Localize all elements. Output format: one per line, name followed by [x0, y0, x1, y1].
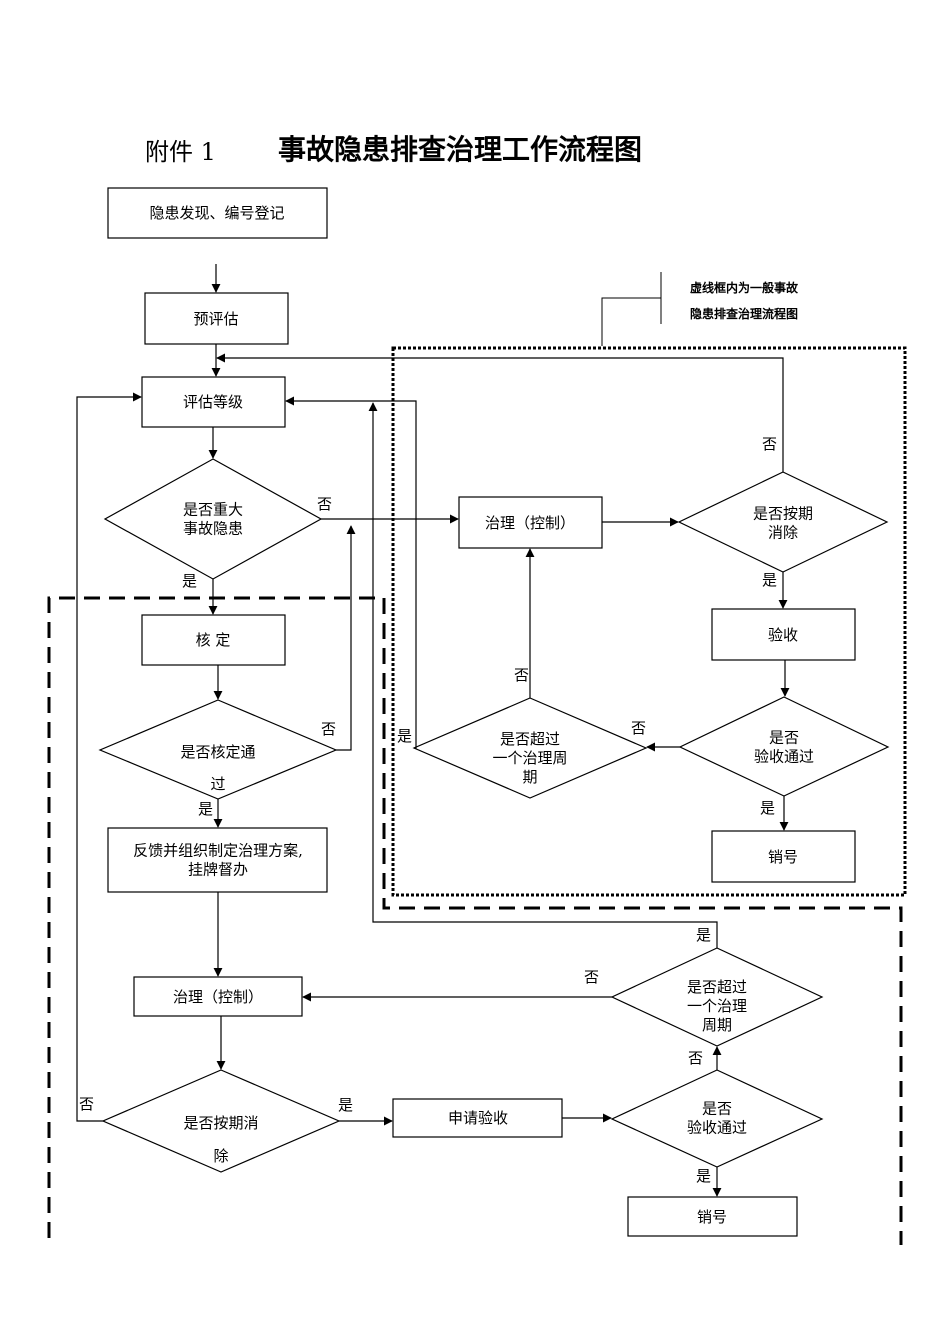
edge-verify-no-to-govern-general	[336, 525, 356, 751]
svg-text:申请验收: 申请验收	[448, 1109, 508, 1127]
attachment-label: 附件 1	[145, 138, 216, 166]
label-verify-yes: 是	[198, 800, 213, 818]
svg-text:反馈并组织制定治理方案,挂牌督办: 反馈并组织制定治理方案,挂牌督办	[133, 842, 303, 879]
label-ontime-general-yes: 是	[762, 571, 777, 589]
node-label-line: 期	[522, 768, 537, 786]
label-accept-general-yes: 是	[760, 799, 775, 817]
label-ontime-general-no: 否	[762, 435, 777, 453]
label-verify-no: 否	[321, 720, 336, 738]
svg-text:预评估: 预评估	[193, 310, 238, 328]
node-pre-assess: 预评估	[144, 292, 289, 345]
svg-text:是否验收通过: 是否验收通过	[687, 1100, 747, 1137]
node-label-line: 挂牌督办	[188, 861, 248, 879]
node-label-line: 治理（控制）	[173, 988, 263, 1006]
edge-overdue-yes-to-assess	[368, 402, 718, 948]
node-label-line: 核 定	[196, 631, 231, 649]
major-process-dashed-border	[47, 596, 903, 1245]
node-assess-level: 评估等级	[141, 376, 286, 428]
svg-text:销号: 销号	[768, 848, 798, 866]
node-label-line: 治理（控制）	[485, 514, 575, 532]
svg-text:是否超过一个治理周期: 是否超过一个治理周期	[492, 730, 567, 786]
node-label-line: 反馈并组织制定治理方案,	[133, 842, 303, 860]
label-ontime-major-yes: 是	[338, 1096, 353, 1114]
svg-text:治理（控制）: 治理（控制）	[485, 514, 575, 532]
label-accept-major-no: 否	[688, 1049, 703, 1067]
decision-is-major-hazard: 是否重大事故隐患	[103, 458, 323, 580]
label-major-no: 否	[317, 495, 332, 513]
label-overdue-major-yes: 是	[696, 926, 711, 944]
svg-text:隐患发现、编号登记: 隐患发现、编号登记	[149, 204, 284, 222]
decision-on-time-major: 是否按期消	[101, 1069, 341, 1173]
decision-on-time-general: 是否按期消除	[677, 471, 889, 573]
node-label-line: 隐患发现、编号登记	[149, 204, 284, 222]
label-major-yes: 是	[182, 572, 197, 590]
node-verify: 核 定	[141, 614, 286, 666]
edge-on-time-major-no-to-assess	[76, 392, 142, 1122]
svg-text:是否验收通过: 是否验收通过	[754, 729, 814, 766]
svg-text:治理（控制）: 治理（控制）	[173, 988, 263, 1006]
node-govern-general: 治理（控制）	[458, 496, 603, 549]
node-label-line: 一个治理周	[492, 749, 567, 767]
svg-text:是否按期消: 是否按期消	[183, 1114, 258, 1132]
label-overdue-major-no: 否	[584, 968, 599, 986]
node-label-line: 评估等级	[183, 393, 243, 411]
node-label-line: 预评估	[193, 310, 238, 328]
note-line-2: 隐患排查治理流程图	[690, 306, 798, 321]
node-label-line: 周期	[702, 1016, 732, 1034]
node-apply-acceptance: 申请验收	[392, 1098, 563, 1138]
svg-text:销号: 销号	[697, 1208, 727, 1226]
svg-text:是否重大事故隐患: 是否重大事故隐患	[183, 501, 243, 538]
node-label-line: 是否	[702, 1100, 732, 1118]
label-overdue-general-no: 否	[514, 666, 529, 684]
node-govern-major: 治理（控制）	[133, 976, 303, 1017]
node-label-line: 销号	[768, 848, 798, 866]
svg-text:是否核定通: 是否核定通	[180, 743, 255, 761]
node-cancel-major: 销号	[627, 1196, 798, 1237]
node-label-line: 一个治理	[687, 997, 747, 1015]
edge-on-time-general-no-to-assess	[216, 353, 784, 472]
verify-pass-tail: 过	[210, 775, 225, 793]
decision-accept-pass-general: 是否验收通过	[678, 696, 890, 797]
node-label-line: 是否超过	[687, 978, 747, 996]
edge-overdue-yes-to-assess-general	[285, 396, 417, 749]
node-cancel-general: 销号	[711, 830, 856, 883]
svg-text:是否按期消除: 是否按期消除	[753, 505, 813, 542]
node-label-line: 消除	[768, 524, 798, 542]
node-accept-general: 验收	[711, 608, 856, 661]
note-line-1: 虚线框内为一般事故	[690, 280, 799, 295]
node-label-line: 是否	[769, 729, 799, 747]
node-label-line: 是否按期消	[183, 1114, 258, 1132]
node-label-line: 验收	[768, 626, 798, 644]
node-label-line: 申请验收	[448, 1109, 508, 1127]
node-feedback-plan: 反馈并组织制定治理方案,挂牌督办	[107, 827, 328, 893]
svg-text:是否超过一个治理周期: 是否超过一个治理周期	[687, 978, 747, 1034]
svg-text:核 定: 核 定	[196, 631, 231, 649]
decision-accept-pass-major: 是否验收通过	[610, 1069, 824, 1168]
node-label-line: 是否重大	[183, 501, 243, 519]
node-label-line: 验收通过	[754, 748, 814, 766]
decision-overdue-general: 是否超过一个治理周期	[412, 697, 648, 799]
node-label-line: 是否按期	[753, 505, 813, 523]
label-overdue-general-yes: 是	[397, 727, 412, 745]
label-accept-major-yes: 是	[696, 1167, 711, 1185]
page-title: 事故隐患排查治理工作流程图	[278, 133, 642, 166]
label-accept-general-no: 否	[631, 719, 646, 737]
node-discover-register: 隐患发现、编号登记	[107, 187, 328, 239]
svg-text:验收: 验收	[768, 626, 798, 644]
general-process-dotted-box	[391, 346, 907, 897]
node-label-line: 销号	[697, 1208, 727, 1226]
node-label-line: 是否核定通	[180, 743, 255, 761]
svg-text:评估等级: 评估等级	[183, 393, 243, 411]
node-label-line: 是否超过	[500, 730, 560, 748]
node-label-line: 事故隐患	[183, 520, 243, 538]
label-ontime-major-no: 否	[79, 1095, 94, 1113]
decision-overdue-major: 是否超过一个治理周期	[610, 947, 824, 1047]
note-connector	[601, 297, 661, 346]
on-time-major-tail: 除	[213, 1147, 228, 1165]
node-label-line: 验收通过	[687, 1119, 747, 1137]
